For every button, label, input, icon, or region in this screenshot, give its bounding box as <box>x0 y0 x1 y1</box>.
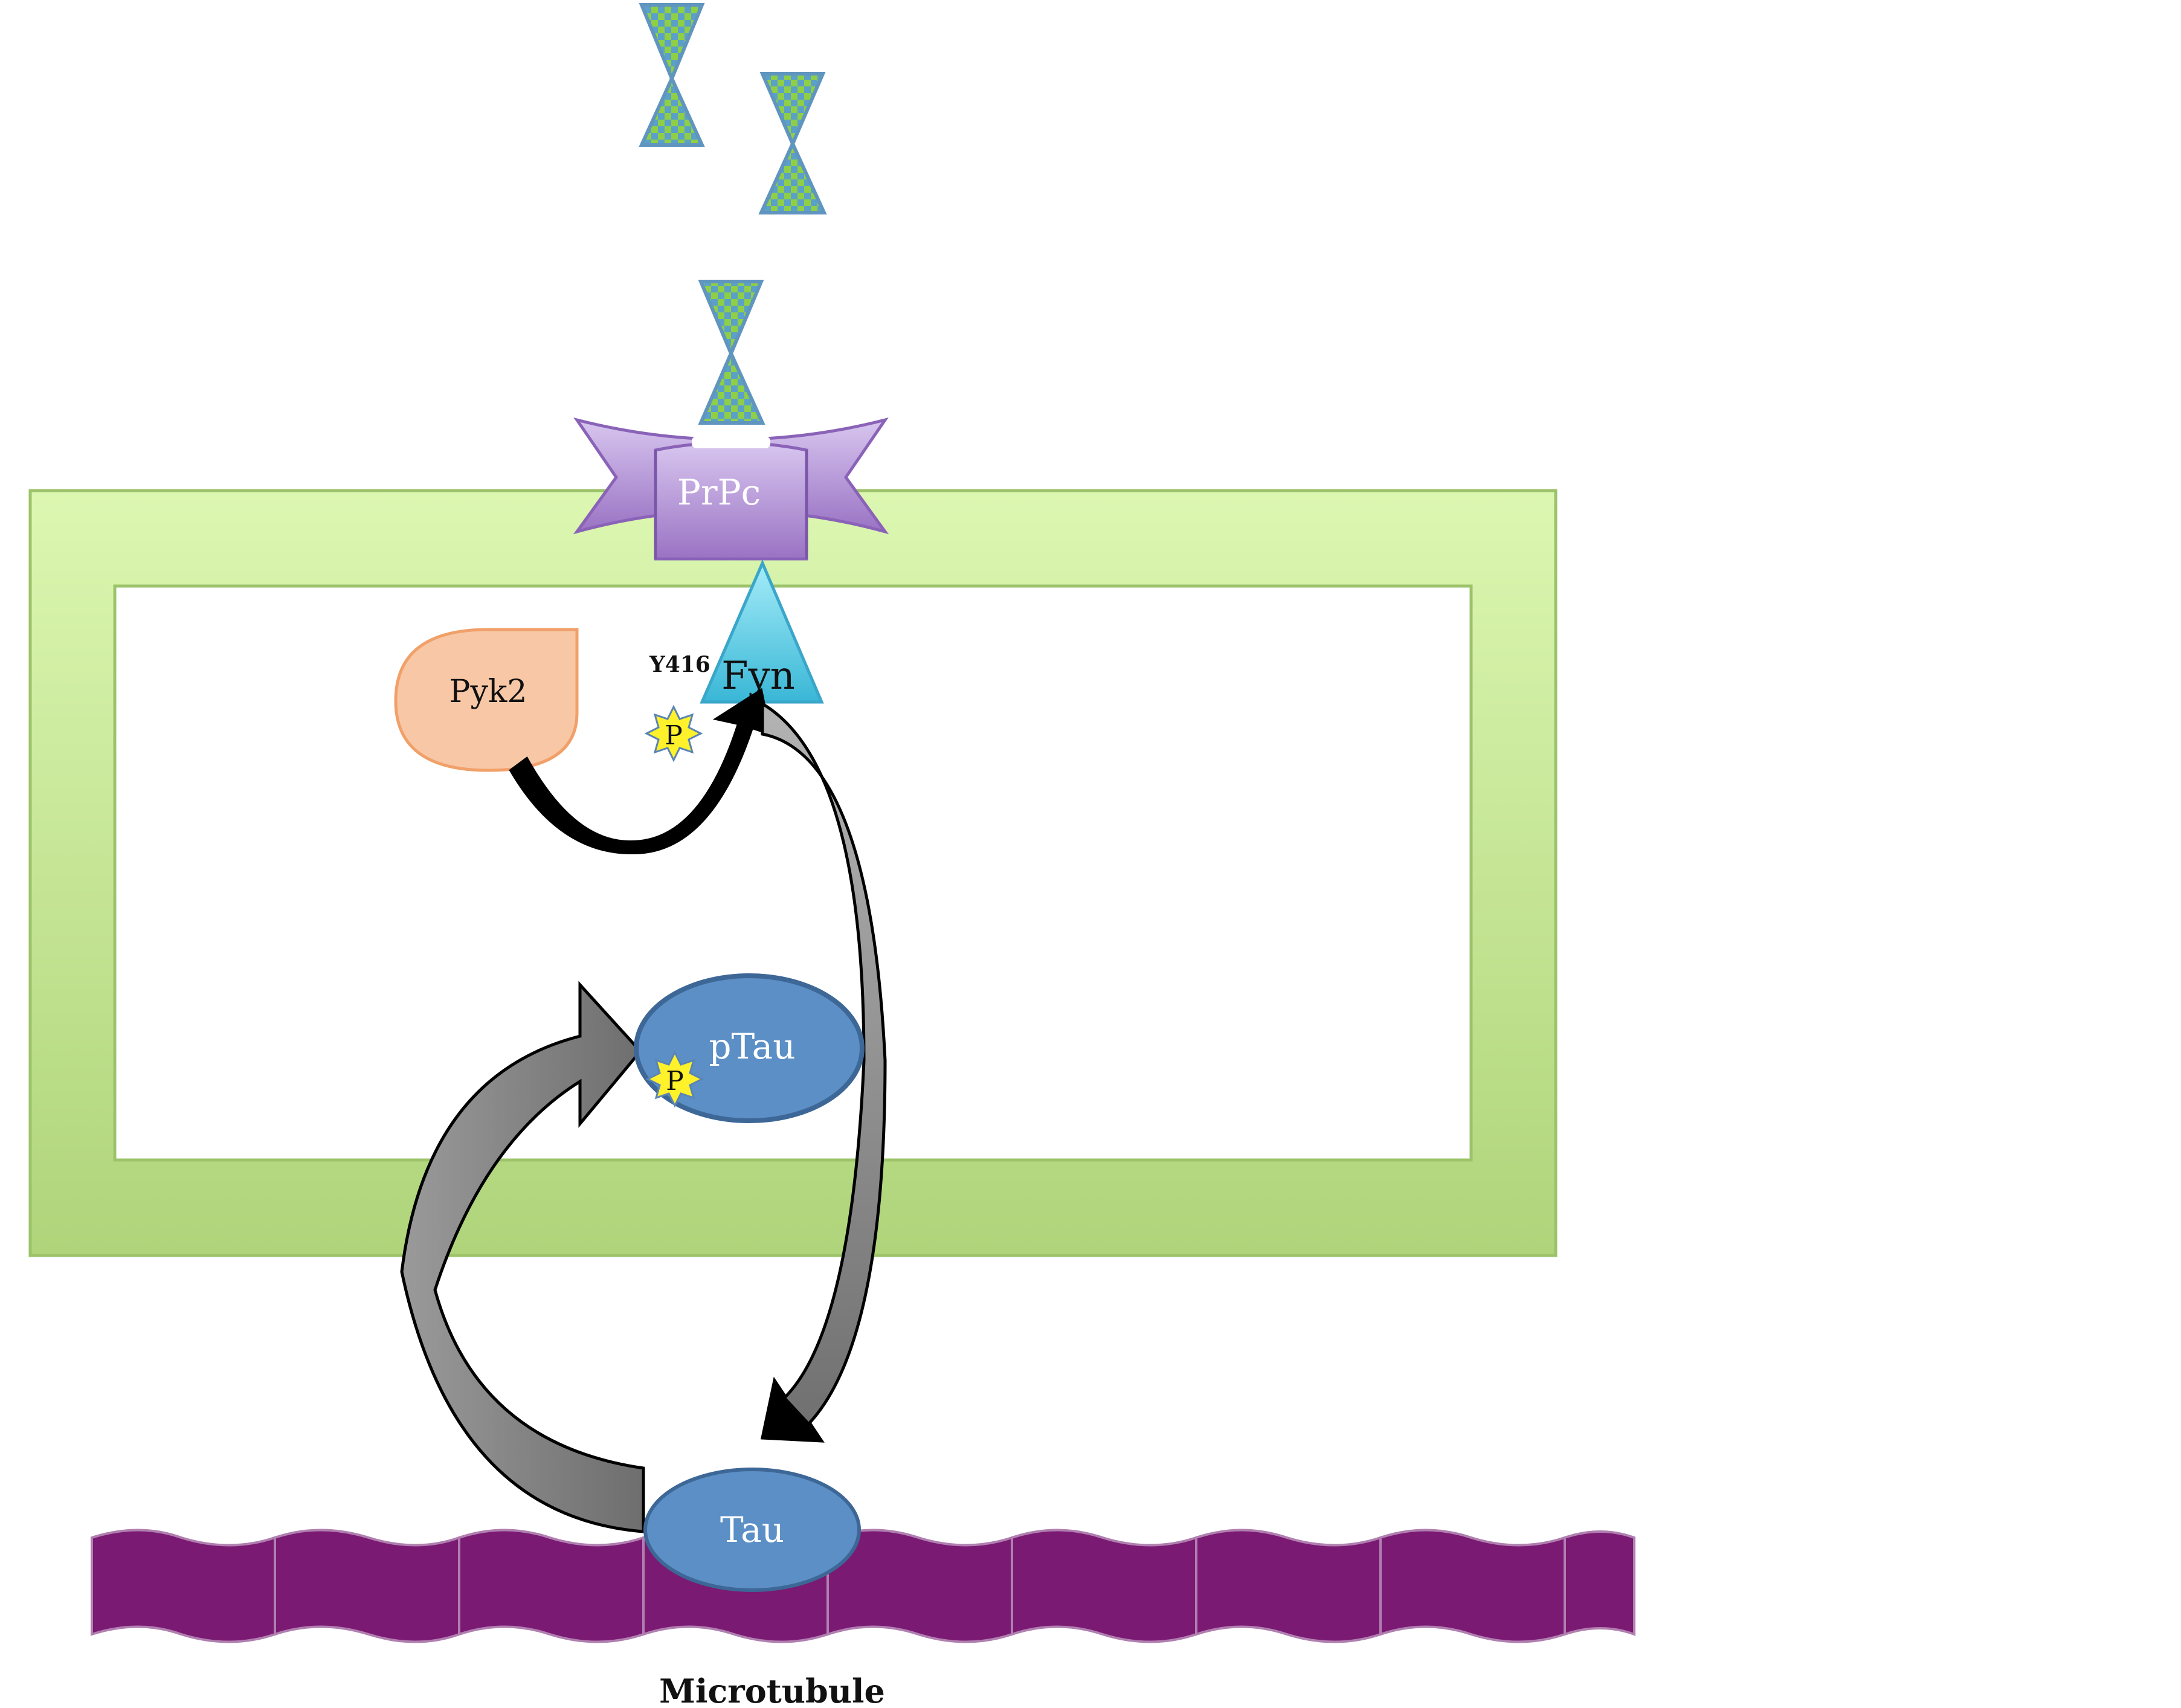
cell-membrane <box>28 489 1558 1257</box>
abeta-oligomer-icon <box>698 280 765 425</box>
pyk2-label: Pyk2 <box>449 674 527 710</box>
tau-label: Tau <box>720 1509 784 1550</box>
tau-to-ptau-arrow <box>400 981 645 1533</box>
abeta-oligomer-icon <box>639 3 705 147</box>
y416-label: Y416 <box>649 652 710 677</box>
tau-protein: Tau <box>643 1468 861 1592</box>
pyk2-kinase: Pyk2 <box>394 628 579 772</box>
ptau-label: pTau <box>709 1026 795 1067</box>
abeta-oligomer-icon <box>758 72 827 214</box>
microtubule-label: Microtubule <box>659 1672 885 1708</box>
fyn-phospho-label: P <box>665 720 683 751</box>
phosphate-star-icon: P <box>644 704 703 762</box>
microtubule <box>91 1529 1635 1643</box>
phosphate-star-icon: P <box>645 1050 704 1108</box>
fyn-to-tau-arrow <box>760 701 887 1443</box>
prpc-receptor: PrPc <box>573 417 889 561</box>
ptau-phospho-label: P <box>666 1066 684 1097</box>
ptau-protein: pTau <box>634 973 865 1123</box>
prpc-label: PrPc <box>677 472 761 513</box>
